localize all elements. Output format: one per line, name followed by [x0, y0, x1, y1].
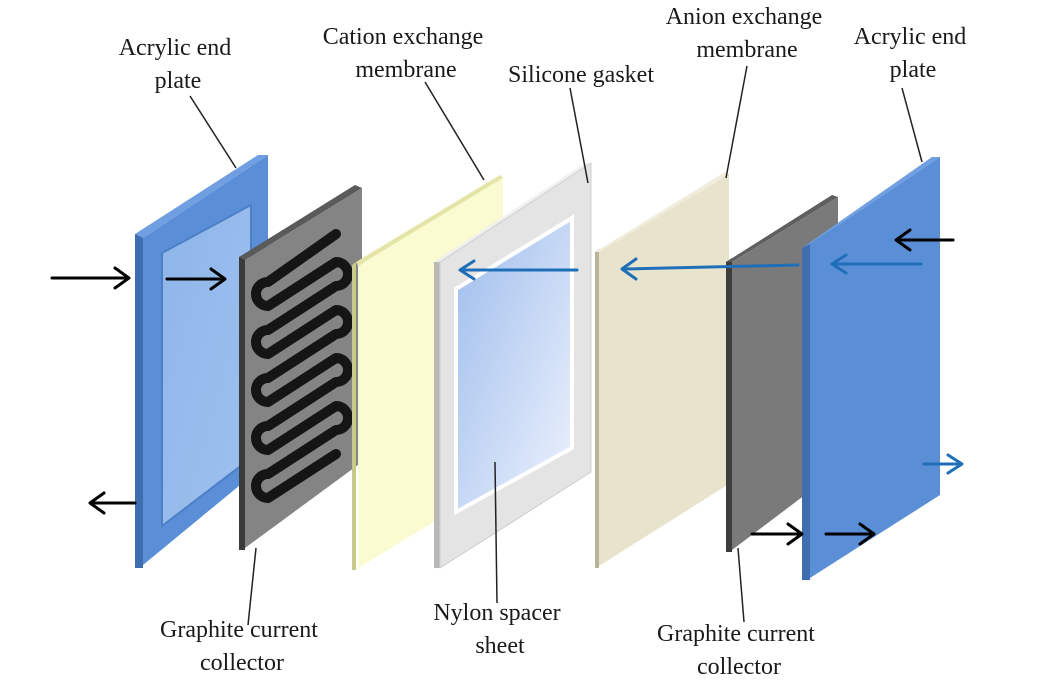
- ion-flow-arrow-3: [458, 259, 579, 281]
- outlet-arrow-blue: [922, 453, 964, 475]
- leader-lines: [189, 65, 923, 626]
- label-nylon-spacer-sheet: Nylon spacer sheet: [433, 600, 566, 659]
- label-graphite-current-collector-right: Graphite current collector: [657, 621, 821, 680]
- anion-exchange-membrane: [595, 172, 729, 568]
- ion-flow-arrow-1: [830, 253, 923, 275]
- label-anion-exchange-membrane: Anion exchange membrane: [666, 4, 829, 63]
- labels: Acrylic end plate Cation exchange membra…: [119, 4, 973, 680]
- right-acrylic-end-plate: [802, 157, 940, 580]
- label-cation-exchange-membrane: Cation exchange membrane: [323, 24, 490, 83]
- serpentine-flow-channel: [251, 229, 353, 503]
- outlet-arrow-right-2: [824, 522, 876, 546]
- label-acrylic-end-plate-right: Acrylic end plate: [854, 24, 973, 83]
- inlet-arrow-left: [50, 266, 131, 290]
- left-acrylic-end-plate: [135, 155, 268, 568]
- nylon-spacer-sheet: [454, 214, 574, 516]
- outlet-arrow-left: [88, 491, 137, 515]
- ion-flow-arrow-2: [620, 257, 800, 281]
- label-acrylic-end-plate-left: Acrylic end plate: [119, 35, 238, 94]
- label-silicone-gasket: Silicone gasket: [508, 62, 654, 88]
- inlet-arrow-right: [894, 228, 955, 252]
- label-graphite-current-collector-left: Graphite current collector: [160, 617, 324, 676]
- left-graphite-current-collector: [239, 185, 362, 550]
- inner-arrow-left: [165, 267, 227, 291]
- outlet-arrow-right-1: [750, 522, 804, 546]
- flow-arrows: [50, 228, 964, 546]
